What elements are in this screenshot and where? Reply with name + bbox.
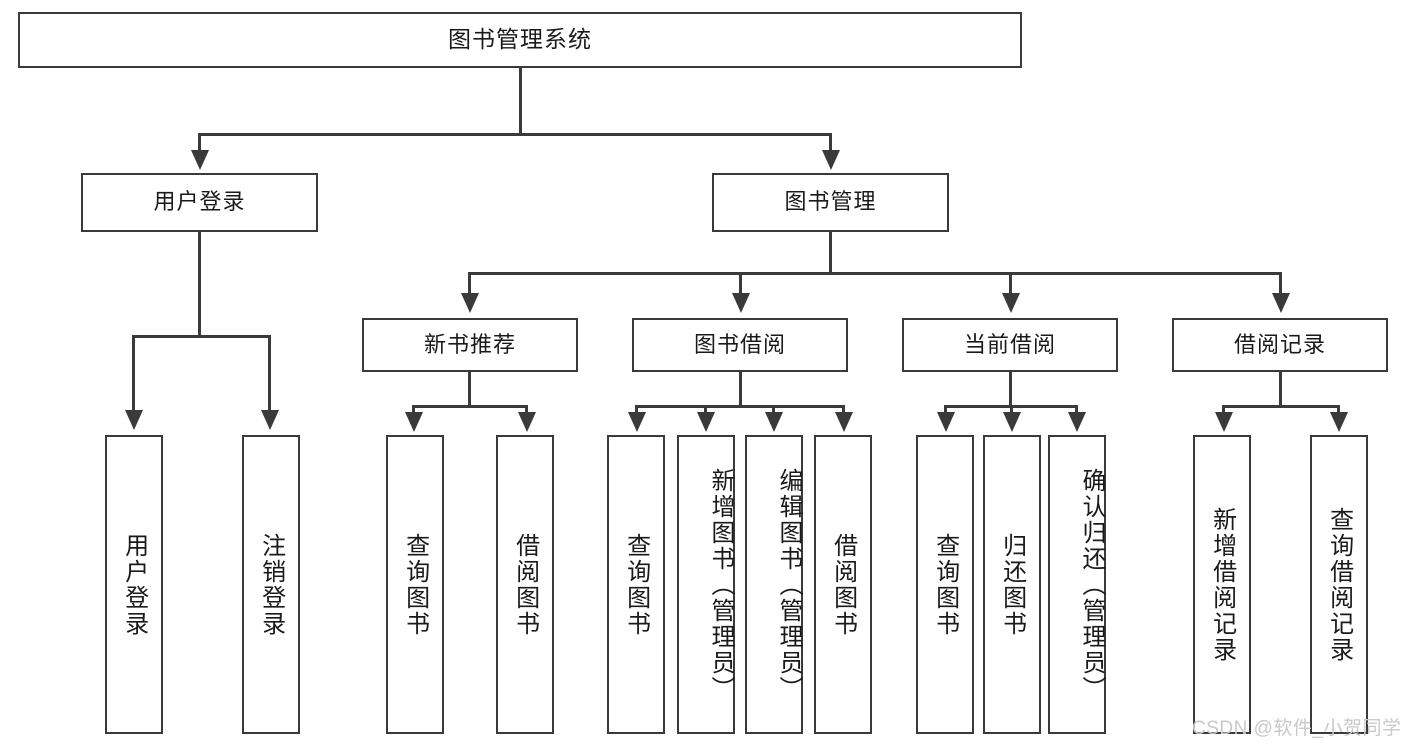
- arrow-to-book-borrow: [732, 293, 750, 313]
- node-label: 当前借阅: [963, 331, 1056, 357]
- arrow-to-leaf-borrow-book-1: [518, 412, 536, 432]
- arrow-to-book-management: [822, 150, 840, 170]
- connector-book-management-stem: [829, 232, 832, 274]
- node-book-management[interactable]: 图书管理: [712, 173, 949, 232]
- connector-book-borrow-drop-4: [842, 405, 845, 415]
- connector-book-borrow-drop-2: [704, 405, 707, 415]
- connector-level3-drop-3: [1009, 272, 1012, 296]
- node-book-borrow[interactable]: 图书借阅: [632, 318, 848, 372]
- connector-borrow-record-drop-1: [1222, 405, 1225, 415]
- leaf-label: 新增借阅记录: [1208, 506, 1236, 663]
- connector-level3-bus: [468, 272, 1282, 275]
- leaf-logout[interactable]: 注销登录: [242, 435, 300, 734]
- leaf-label: 查询图书: [622, 532, 650, 637]
- connector-current-borrow-stem: [1009, 372, 1012, 408]
- connector-current-borrow-drop-3: [1075, 405, 1078, 415]
- arrow-to-current-borrow: [1002, 293, 1020, 313]
- connector-book-borrow-bus: [635, 405, 845, 408]
- node-borrow-record[interactable]: 借阅记录: [1172, 318, 1388, 372]
- node-label: 借阅记录: [1233, 331, 1326, 357]
- leaf-label: 归还图书: [998, 532, 1026, 637]
- arrow-to-user-login: [191, 150, 209, 170]
- connector-new-book-stem: [468, 372, 471, 408]
- leaf-borrow-book-borrow[interactable]: 借阅图书: [814, 435, 872, 734]
- arrow-to-leaf-query-book-3: [937, 412, 955, 432]
- arrow-to-borrow-record: [1272, 293, 1290, 313]
- leaf-user-login[interactable]: 用户登录: [105, 435, 163, 734]
- arrow-to-new-book-recommend: [461, 293, 479, 313]
- connector-user-login-drop-2: [268, 335, 271, 413]
- leaf-confirm-return-admin[interactable]: 确认归还（管理员）: [1048, 435, 1106, 734]
- connector-new-book-drop-1: [412, 405, 415, 415]
- arrow-to-leaf-user-login: [125, 410, 143, 430]
- watermark-csdn: CSDN @软件_小贺同学: [1192, 718, 1402, 739]
- connector-book-borrow-stem: [739, 372, 742, 408]
- leaf-label: 借阅图书: [829, 532, 857, 637]
- arrow-to-leaf-add-book: [697, 412, 715, 432]
- arrow-to-leaf-confirm-return: [1068, 412, 1086, 432]
- connector-level2-bus: [198, 133, 832, 136]
- connector-level3-drop-1: [468, 272, 471, 296]
- connector-new-book-bus: [412, 405, 528, 408]
- connector-book-borrow-drop-1: [635, 405, 638, 415]
- connector-root-stem: [519, 68, 522, 135]
- leaf-label: 查询借阅记录: [1325, 506, 1353, 663]
- connector-current-borrow-drop-1: [944, 405, 947, 415]
- connector-user-login-drop-1: [132, 335, 135, 413]
- connector-current-borrow-drop-2: [1010, 405, 1013, 415]
- connector-level3-drop-2: [739, 272, 742, 296]
- node-root-book-management-system[interactable]: 图书管理系统: [18, 12, 1022, 68]
- node-label: 图书管理系统: [448, 26, 592, 53]
- leaf-label: 确认归还（管理员）: [1078, 467, 1105, 702]
- leaf-borrow-book-recommend[interactable]: 借阅图书: [496, 435, 554, 734]
- leaf-label: 查询图书: [931, 532, 959, 637]
- leaf-label: 编辑图书（管理员）: [775, 467, 802, 702]
- arrow-to-leaf-add-record: [1215, 412, 1233, 432]
- node-user-login[interactable]: 用户登录: [81, 173, 318, 232]
- leaf-label: 新增图书（管理员）: [707, 467, 734, 702]
- connector-user-login-stem: [198, 232, 201, 337]
- connector-level3-drop-4: [1279, 272, 1282, 296]
- arrow-to-leaf-query-book-2: [628, 412, 646, 432]
- node-label: 图书借阅: [693, 331, 786, 357]
- arrow-to-leaf-return-book: [1003, 412, 1021, 432]
- leaf-add-book-admin[interactable]: 新增图书（管理员）: [677, 435, 735, 734]
- node-new-book-recommend[interactable]: 新书推荐: [362, 318, 578, 372]
- leaf-query-book-recommend[interactable]: 查询图书: [386, 435, 444, 734]
- leaf-label: 查询图书: [401, 532, 429, 637]
- arrow-to-leaf-query-record: [1330, 412, 1348, 432]
- node-label: 用户登录: [153, 189, 246, 215]
- node-label: 图书管理: [784, 189, 877, 215]
- connector-borrow-record-stem: [1279, 372, 1282, 408]
- leaf-add-borrow-record[interactable]: 新增借阅记录: [1193, 435, 1251, 734]
- leaf-query-book-current[interactable]: 查询图书: [916, 435, 974, 734]
- arrow-to-leaf-edit-book: [765, 412, 783, 432]
- leaf-edit-book-admin[interactable]: 编辑图书（管理员）: [745, 435, 803, 734]
- connector-book-borrow-drop-3: [772, 405, 775, 415]
- arrow-to-leaf-query-book-1: [405, 412, 423, 432]
- connector-level2-drop-2: [829, 133, 832, 153]
- arrow-to-leaf-logout: [261, 410, 279, 430]
- connector-level2-drop-1: [198, 133, 201, 153]
- leaf-label: 借阅图书: [511, 532, 539, 637]
- leaf-return-book[interactable]: 归还图书: [983, 435, 1041, 734]
- leaf-query-borrow-record[interactable]: 查询借阅记录: [1310, 435, 1368, 734]
- arrow-to-leaf-borrow-book-2: [835, 412, 853, 432]
- leaf-label: 注销登录: [257, 532, 285, 637]
- connector-borrow-record-bus: [1222, 405, 1340, 408]
- connector-user-login-bus: [132, 335, 270, 338]
- connector-borrow-record-drop-2: [1337, 405, 1340, 415]
- leaf-query-book-borrow[interactable]: 查询图书: [607, 435, 665, 734]
- node-current-borrow[interactable]: 当前借阅: [902, 318, 1118, 372]
- connector-new-book-drop-2: [525, 405, 528, 415]
- leaf-label: 用户登录: [120, 532, 148, 637]
- node-label: 新书推荐: [423, 331, 516, 357]
